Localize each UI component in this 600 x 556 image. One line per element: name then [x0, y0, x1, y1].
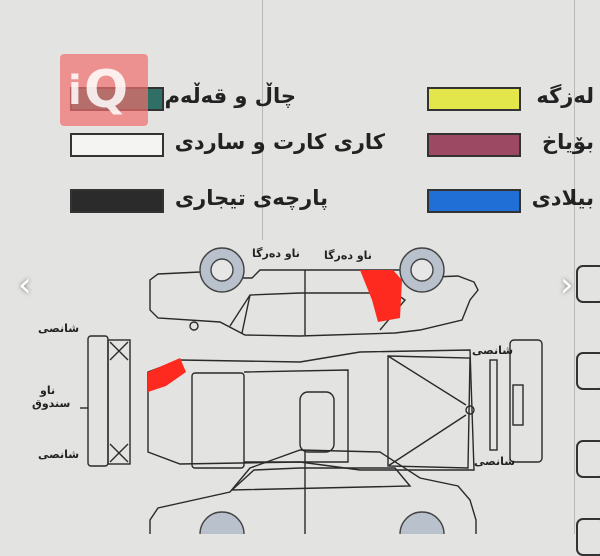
car-side-view-top [149, 247, 479, 337]
chevron-left-icon[interactable]: ‹ [18, 265, 32, 305]
legend-swatch-card-work [70, 133, 164, 157]
legend-swatch-commercial-part [70, 189, 164, 213]
label-bumper-rear-top: شانصی [472, 344, 514, 357]
paper-fold-line [574, 0, 575, 534]
label-trunk-inside-2: سندوق [32, 397, 71, 410]
label-door-inside-right: ناو دەرگا [324, 249, 372, 262]
checkbox-row [576, 518, 600, 556]
legend-label-original: بیلادی [531, 186, 594, 210]
legend-label-commercial-part: پارچەی تیجاری [174, 186, 328, 210]
damage-mark-front-fender [148, 358, 186, 392]
legend-label-paint: بۆیاخ [542, 130, 594, 154]
car-side-view-bottom [149, 449, 477, 534]
car-top-view [147, 349, 475, 471]
legend-swatch-original [427, 189, 521, 213]
label-door-inside-left: ناو دەرگا [252, 247, 300, 260]
paper-fold-line [262, 0, 263, 240]
label-bumper-front-top: شانصی [38, 322, 80, 335]
chevron-right-icon[interactable]: › [560, 265, 574, 305]
label-bumper-front-bottom: شانصی [38, 448, 80, 461]
label-bumper-rear-bottom: شانصی [474, 455, 516, 468]
damage-mark-rear-door [360, 270, 402, 322]
legend-label-scratch: لەزگە [536, 84, 594, 108]
legend-swatch-scratch [427, 87, 521, 111]
car-diagram [80, 247, 543, 534]
watermark-logo: i Q [60, 54, 148, 126]
legend-label-dents: چاڵ و قەڵەم [164, 84, 296, 108]
legend-swatch-paint [427, 133, 521, 157]
rear-bumper-view [489, 339, 543, 463]
front-bumper-view [80, 335, 131, 467]
checkbox-row [576, 440, 600, 478]
label-trunk-inside-1: ناو [40, 384, 56, 397]
checkbox-row [576, 352, 600, 390]
legend-label-card-work: کاری کارت و ساردی [174, 130, 385, 154]
checkbox-row [576, 265, 600, 303]
